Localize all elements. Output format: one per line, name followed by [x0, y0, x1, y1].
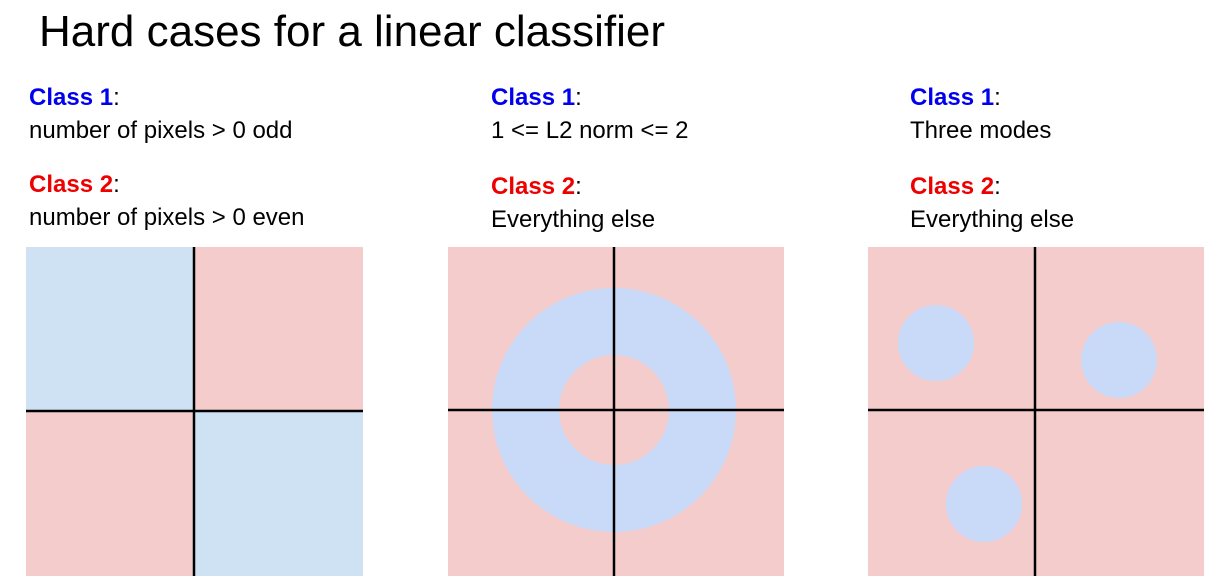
- class2-description: Everything else: [910, 206, 1075, 233]
- class2-description: Everything else: [491, 206, 656, 233]
- class1-colon: :: [994, 84, 1001, 111]
- quadrant-bottom-left-class2: [26, 411, 194, 576]
- xor-plot: [26, 247, 363, 576]
- class1-heading: Class 1:: [910, 84, 1001, 112]
- class2-description: number of pixels > 0 even: [29, 204, 305, 231]
- class2-colon: :: [575, 173, 582, 200]
- class1-description: 1 <= L2 norm <= 2: [491, 117, 689, 144]
- slide-title: Hard cases for a linear classifier: [39, 7, 666, 56]
- class1-colon: :: [575, 84, 582, 111]
- mode-top-left-class1: [898, 305, 974, 381]
- class2-name: Class 2: [910, 173, 995, 200]
- ring-plot: [448, 247, 784, 576]
- quadrant-bottom-right-class1: [194, 411, 363, 576]
- three-modes-plot: [868, 247, 1204, 576]
- class2-heading: Class 2:: [910, 173, 1001, 201]
- class1-description: Three modes: [910, 117, 1052, 144]
- quadrant-top-left-class1: [26, 247, 194, 411]
- class1-name: Class 1: [491, 84, 576, 111]
- class1-name: Class 1: [29, 84, 114, 111]
- quadrant-top-right-class2: [194, 247, 363, 411]
- class2-name: Class 2: [491, 173, 576, 200]
- class2-colon: :: [994, 173, 1001, 200]
- class2-heading: Class 2:: [29, 171, 120, 199]
- class1-name: Class 1: [910, 84, 995, 111]
- class2-name: Class 2: [29, 171, 114, 198]
- class1-colon: :: [113, 84, 120, 111]
- class1-heading: Class 1:: [491, 84, 582, 112]
- mode-top-right-class1: [1081, 322, 1157, 398]
- class1-description: number of pixels > 0 odd: [29, 117, 293, 144]
- mode-bottom-class1: [946, 466, 1022, 542]
- class2-heading: Class 2:: [491, 173, 582, 201]
- class1-heading: Class 1:: [29, 84, 120, 112]
- class2-colon: :: [113, 171, 120, 198]
